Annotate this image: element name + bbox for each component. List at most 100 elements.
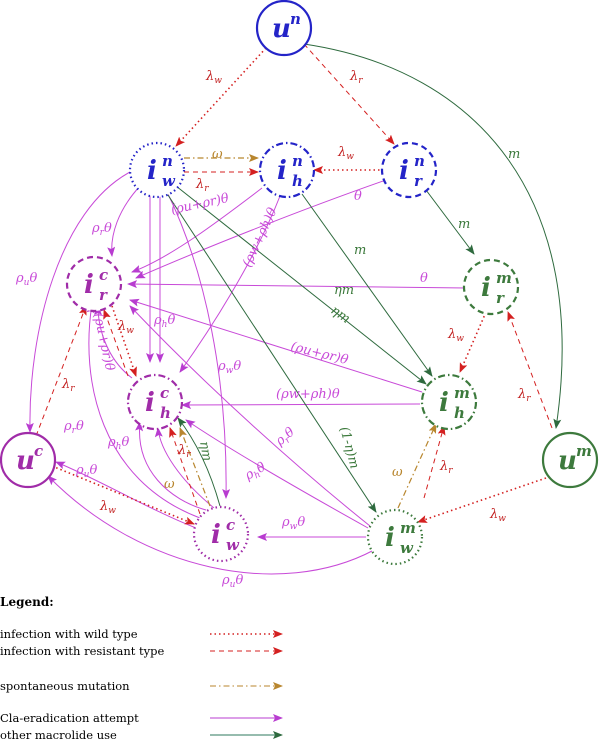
- edge-iwc-ihc-a: [135, 421, 207, 511]
- edge-irn-irc: [135, 179, 387, 279]
- node-ihn-circle: [258, 141, 316, 199]
- node-ihc-circle: [126, 373, 184, 431]
- edge-ihm-ihc: [181, 400, 421, 409]
- node-ihm-label: i: [439, 388, 449, 418]
- lbl-rho-w-rho-h-theta-vert: (ρw+ρh)θ: [240, 206, 281, 270]
- edges-macrolide: [165, 43, 563, 513]
- legend-item-4: other macrolide use: [0, 728, 283, 739]
- lbl-rho-u-theta-bottom: ρuθ: [221, 573, 243, 590]
- edge-irm-ihm: [459, 311, 487, 373]
- node-um-label: u: [558, 446, 577, 476]
- edge-um-iwm: [417, 477, 547, 523]
- lbl-rho-u-theta-left2: ρuθ: [75, 463, 97, 480]
- lbl-theta-irn: θ: [354, 189, 362, 204]
- node-ihn-sup: n: [292, 152, 303, 170]
- lbl-rho-u-rho-r-theta-top: (ρu+ρr)θ: [170, 191, 231, 218]
- legend-item-label: infection with resistant type: [0, 644, 165, 658]
- lbl-rho-u-rho-r-theta-mid: (ρu+ρr)θ: [289, 339, 350, 368]
- node-irn-base: i: [399, 156, 409, 186]
- edge-iwm-ihm: [423, 425, 446, 499]
- legend-item-label: other macrolide use: [0, 728, 117, 739]
- edge-iwn-irc: [107, 185, 141, 257]
- lbl-lambda-r-ihc: λr: [177, 443, 191, 460]
- edge-ihm-irc: [129, 298, 423, 393]
- edge-ihc-irc: [103, 309, 129, 377]
- lbl-theta-irm: θ: [420, 271, 428, 286]
- lbl-omega-iwm: ω: [392, 465, 403, 480]
- legend-item-label: Cla-eradication attempt: [0, 711, 139, 725]
- node-ihm-sup: m: [454, 384, 470, 402]
- lbl-lambda-w-top: λw: [205, 69, 222, 86]
- lbl-rho-w-theta-mid: ρwθ: [217, 359, 241, 376]
- lbl-lambda-w-irn: λw: [337, 145, 354, 162]
- lbl-rho-w-rho-h-theta: (ρw+ρh)θ: [276, 387, 340, 402]
- node-irn-label: i: [399, 156, 409, 186]
- node-uc-label: u: [16, 446, 35, 476]
- node-irm-circle: [462, 258, 520, 316]
- node-irn-sup: n: [414, 152, 425, 170]
- legend-item-1: infection with resistant type: [0, 644, 283, 658]
- legend-item-3: Cla-eradication attempt: [0, 711, 283, 725]
- lbl-lambda-w-irc: λw: [117, 319, 134, 336]
- lbl-m-right: m: [508, 147, 520, 162]
- edge-uc-iwc: [51, 465, 195, 525]
- lbl-lambda-w-irm: λw: [447, 327, 464, 344]
- lbl-rho-u-rho-r-theta-vertical: (ρu+ρr)θ: [90, 312, 117, 373]
- lbl-rho-h-theta-diag: ρhθ: [242, 460, 270, 486]
- node-uc-base: u: [16, 446, 35, 476]
- node-irc-sup: c: [99, 266, 108, 284]
- edge-iwm-uc: [47, 475, 375, 575]
- edge-irm-irc: [127, 280, 467, 289]
- lbl-m-ihn: m: [354, 243, 366, 258]
- edge-um-irm: [507, 311, 553, 429]
- edge-iwc-ihc-red: [169, 427, 201, 515]
- lbl-rho-h-theta-left: ρhθ: [107, 435, 129, 452]
- lbl-lambda-w-um: λw: [489, 507, 506, 524]
- node-uc-circle: [0, 431, 57, 489]
- node-iwm-sub: w: [400, 539, 414, 557]
- edge-iwn-ihm: [175, 185, 427, 385]
- lbl-omega-ihc: ω: [164, 477, 175, 492]
- node-un-circle: [255, 0, 313, 57]
- edge-irn-irm: [425, 189, 475, 255]
- node-irc-base: i: [84, 270, 94, 300]
- lbl-lambda-r-um: λr: [517, 387, 531, 404]
- lbl-lambda-r-iwm: λr: [439, 459, 453, 476]
- edge-iwn-iwm: [165, 191, 377, 513]
- lbl-lambda-r-iwn: λr: [195, 177, 209, 194]
- node-un-sup: n: [290, 10, 301, 28]
- edge-iwm-ihm-mut: [397, 423, 437, 509]
- node-ihc-base: i: [145, 388, 155, 418]
- edge-iwc-ihc-mut: [179, 427, 211, 507]
- edges-cla-eradication: [25, 171, 467, 575]
- lbl-rho-r-theta-left: ρrθ: [63, 419, 84, 436]
- node-iwc-sup: c: [226, 516, 235, 534]
- node-iwn-sup: n: [162, 152, 173, 170]
- node-uc-sup: c: [34, 442, 43, 460]
- node-iwn-circle: [128, 141, 186, 199]
- edge-iwc-ihc-green: [177, 417, 221, 507]
- node-ihc-sub: h: [160, 404, 171, 422]
- node-irc-label: i: [84, 270, 94, 300]
- node-ihn-sub: h: [292, 172, 303, 190]
- edge-iwc-irc: [86, 303, 201, 519]
- legend-item-label: spontaneous mutation: [0, 679, 130, 693]
- legend: Legend: infection with wild typeinfectio…: [0, 595, 283, 739]
- node-iwm-base: i: [385, 523, 395, 553]
- node-irc-circle: [65, 255, 123, 313]
- lbl-one-minus-eta-m: (1-η)m: [336, 425, 362, 470]
- node-iwn-label: i: [147, 156, 157, 186]
- node-ihc-label: i: [145, 388, 155, 418]
- node-ihn-label: i: [277, 156, 287, 186]
- edge-un-irn: [303, 43, 395, 145]
- edges-mutation: [179, 154, 437, 509]
- node-ihn-base: i: [277, 156, 287, 186]
- node-um-base: u: [558, 446, 577, 476]
